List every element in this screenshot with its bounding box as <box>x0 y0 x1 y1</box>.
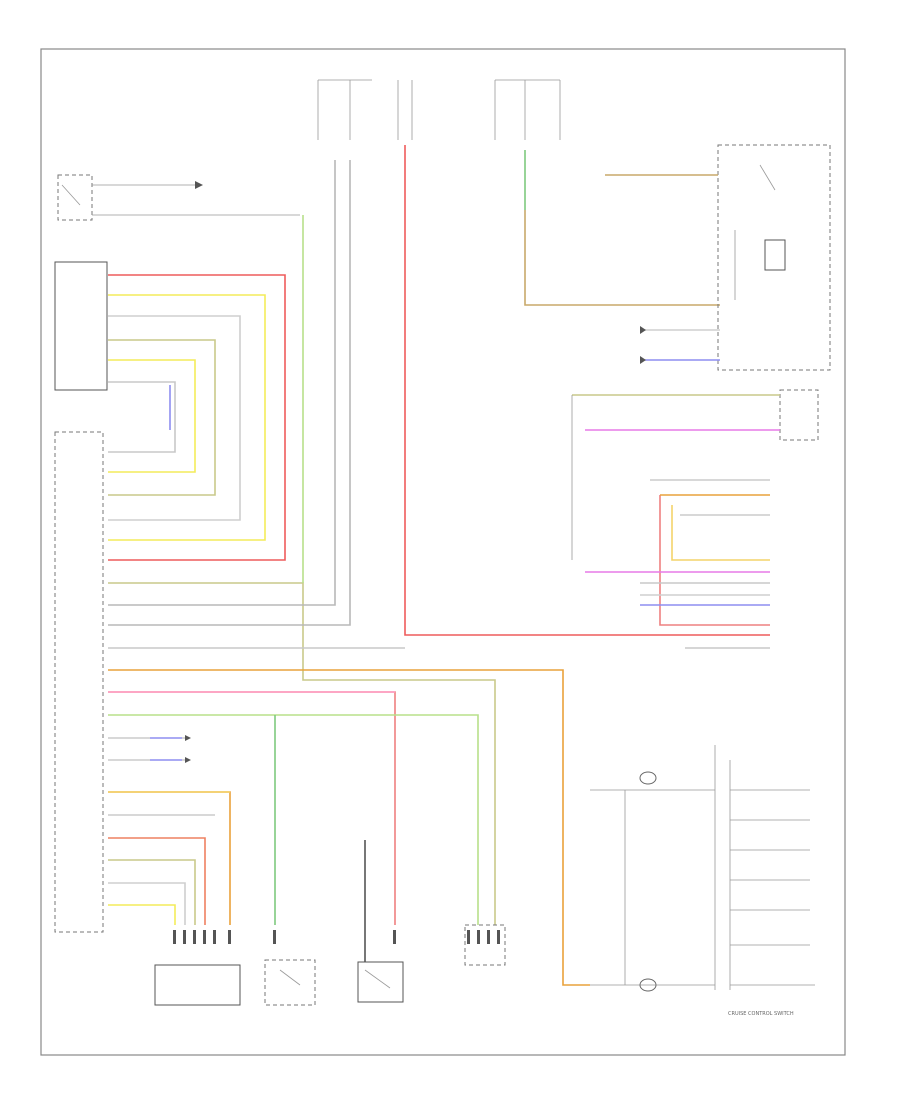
diagram-frame <box>40 48 846 1056</box>
ecm <box>605 144 831 371</box>
cruise-control-switch-label: CRUISE CONTROL SWITCH <box>728 1011 794 1017</box>
top-vertical-wires <box>302 145 770 636</box>
control-module <box>54 261 108 391</box>
clock-spring <box>590 771 715 992</box>
brake-switch <box>57 174 300 221</box>
neutral-switch <box>264 959 316 1006</box>
harness-connector <box>54 431 104 933</box>
blue-pin-markers <box>150 735 191 763</box>
clutch-switch <box>357 840 404 1003</box>
bottom-pin-marks <box>173 930 500 944</box>
sensor-group <box>571 389 819 649</box>
harness-wires <box>108 160 590 986</box>
cruise-control-switch: CRUISE CONTROL SWITCH <box>714 745 815 1017</box>
accelerator-pedal-sensor <box>154 964 241 1006</box>
top-fuse-feeds <box>317 79 561 140</box>
cruise-main-switch <box>464 924 506 966</box>
upper-pin-wires <box>108 274 286 561</box>
